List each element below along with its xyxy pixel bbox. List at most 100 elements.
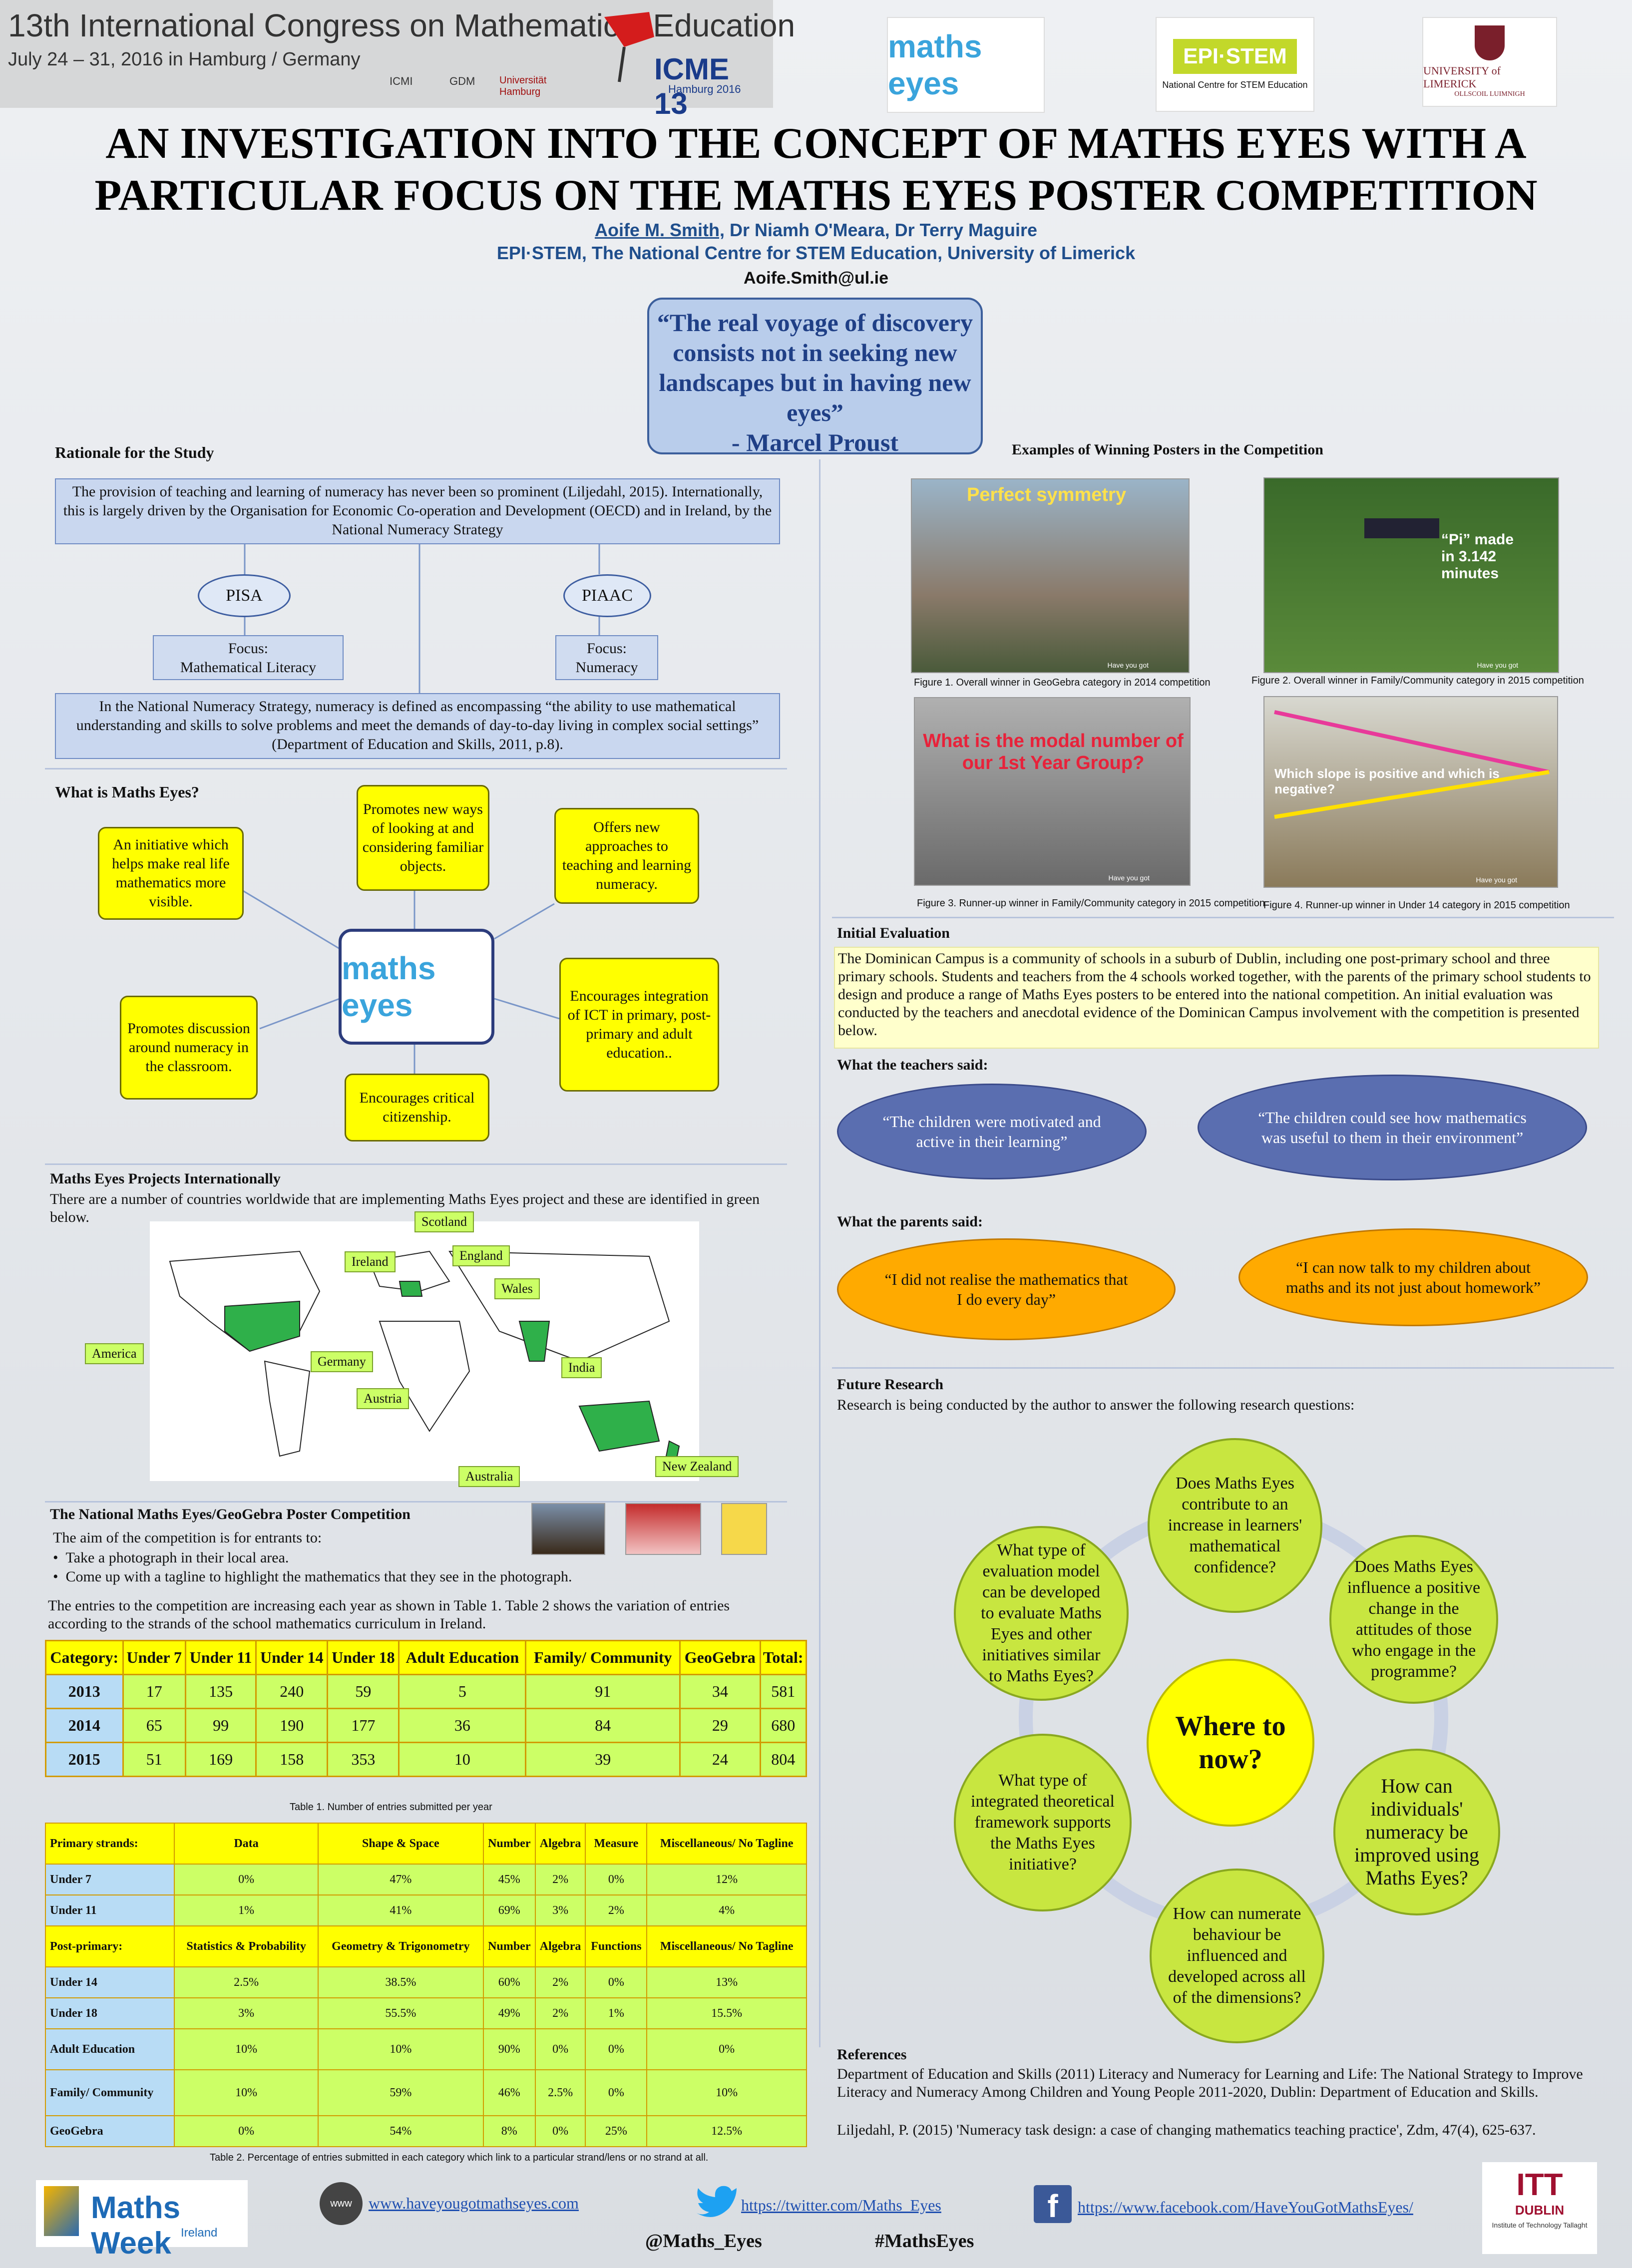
- twitter-icon: [694, 2183, 739, 2223]
- twitter-link[interactable]: https://twitter.com/Maths_Eyes: [741, 2196, 941, 2214]
- ul-logo: UNIVERSITY of LIMERICK OLLSCOIL LUIMNIGH: [1422, 17, 1557, 107]
- table-cell: 5: [398, 1674, 527, 1709]
- focus-label: Focus:: [586, 640, 627, 657]
- rationale-connectors: [244, 544, 600, 693]
- divider: [45, 1501, 787, 1503]
- table-cell: 1%: [174, 1894, 319, 1926]
- table-cell: 51: [122, 1742, 186, 1777]
- table-cell: 581: [759, 1674, 808, 1709]
- table-cell: 240: [255, 1674, 329, 1709]
- table-header-cell: GeoGebra: [679, 1640, 761, 1675]
- table-cell: Under 14: [44, 1966, 175, 1998]
- table-cell: 10%: [646, 2069, 807, 2116]
- figure-4-caption: Figure 4. Runner-up winner in Under 14 c…: [1263, 900, 1570, 911]
- reference-1: Department of Education and Skills (2011…: [837, 2066, 1583, 2100]
- research-question-2: Does Maths Eyes influence a positive cha…: [1329, 1535, 1498, 1704]
- table-header-cell: Under 7: [122, 1640, 186, 1675]
- table-cell: 10%: [317, 2028, 484, 2070]
- maths-week-logo: Maths Week Ireland: [36, 2180, 248, 2261]
- table-header-cell: Number: [482, 1823, 536, 1865]
- table-cell: 49%: [482, 1997, 536, 2029]
- table-cell: 17: [122, 1674, 186, 1709]
- poster-2-tagline: “Pi” made in 3.142 minutes: [1441, 531, 1514, 582]
- international-heading: Maths Eyes Projects Internationally: [50, 1170, 281, 1187]
- table-cell: 45%: [482, 1864, 536, 1895]
- research-question-4: How can numerate behaviour be influenced…: [1150, 1869, 1324, 2043]
- pisa-focus: Focus:Mathematical Literacy: [153, 635, 344, 680]
- table-cell: 8%: [482, 2115, 536, 2147]
- table-cell: 36: [398, 1708, 527, 1743]
- competition-bullet-2: • Come up with a tagline to highlight th…: [53, 1568, 572, 1585]
- parent-quote-1: “I did not realise the mathematics that …: [837, 1238, 1176, 1340]
- table-cell: 38.5%: [317, 1966, 484, 1998]
- table-cell: 55.5%: [317, 1997, 484, 2029]
- table-cell: 10%: [174, 2069, 319, 2116]
- ul-crest-icon: [1475, 25, 1505, 60]
- table-header-cell: Number: [482, 1925, 536, 1967]
- table-cell: 0%: [534, 2115, 586, 2147]
- author-email[interactable]: Aoife.Smith@ul.ie: [743, 269, 889, 288]
- divider: [832, 917, 1614, 918]
- international-text: There are a number of countries worldwid…: [50, 1191, 760, 1225]
- research-question-6: What type of evaluation model can be dev…: [954, 1526, 1129, 1701]
- reference-2: Liljedahl, P. (2015) 'Numeracy task desi…: [837, 2122, 1536, 2138]
- quote-author: - Marcel Proust: [731, 428, 899, 456]
- rationale-heading: Rationale for the Study: [55, 443, 214, 461]
- table-cell: 13%: [646, 1966, 807, 1998]
- table-cell: 10: [398, 1742, 527, 1777]
- table-cell: 99: [184, 1708, 257, 1743]
- table-cell: 46%: [482, 2069, 536, 2116]
- affiliation: EPI·STEM, The National Centre for STEM E…: [496, 243, 1136, 263]
- maths-week-icon: [44, 2186, 79, 2236]
- table-cell: Under 11: [44, 1894, 175, 1926]
- table-cell: 4%: [646, 1894, 807, 1926]
- table-cell: Under 7: [44, 1864, 175, 1895]
- table-cell: Adult Education: [44, 2028, 175, 2070]
- table-cell: 353: [327, 1742, 400, 1777]
- table-cell: 0%: [585, 1864, 648, 1895]
- what-is-heading: What is Maths Eyes?: [55, 783, 199, 801]
- table-header-cell: Under 14: [255, 1640, 329, 1675]
- table-cell: 2014: [45, 1708, 124, 1743]
- facebook-link[interactable]: https://www.facebook.com/HaveYouGotMaths…: [1078, 2198, 1413, 2216]
- bullet-text: Come up with a tagline to highlight the …: [65, 1568, 572, 1585]
- table-cell: 2%: [534, 1966, 586, 1998]
- maths-eyes-logo-text: maths eyes: [888, 28, 982, 101]
- maths-eyes-center-logo: maths eyes: [339, 929, 494, 1045]
- uhh-logo: Universität Hamburg: [499, 75, 547, 97]
- itt-logo-small: Institute of Technology Tallaght: [1492, 2221, 1588, 2229]
- future-text: Research is being conducted by the autho…: [837, 1397, 1355, 1413]
- table-cell: 25%: [585, 2115, 648, 2147]
- world-map: [150, 1221, 699, 1481]
- table-cell: Family/ Community: [44, 2069, 175, 2116]
- authors: Aoife M. Smith, Dr Niamh O'Meara, Dr Ter…: [0, 220, 1632, 264]
- figure-1-caption: Figure 1. Overall winner in GeoGebra cat…: [914, 677, 1211, 688]
- co-authors: Dr Niamh O'Meara, Dr Terry Maguire: [724, 220, 1038, 240]
- title-line-2: PARTICULAR FOCUS ON THE MATHS EYES POSTE…: [94, 171, 1538, 220]
- website-link[interactable]: www.haveyougotmathseyes.com: [369, 2194, 579, 2212]
- maths-week-sub: Ireland: [181, 2226, 218, 2240]
- table-cell: 2%: [534, 1997, 586, 2029]
- table-cell: 34: [679, 1674, 761, 1709]
- map-label-scotland: Scotland: [414, 1211, 474, 1232]
- winning-poster-3: What is the modal number of our 1st Year…: [914, 697, 1191, 886]
- table-cell: 804: [759, 1742, 808, 1777]
- table-cell: 59%: [317, 2069, 484, 2116]
- table-header-cell: Under 11: [184, 1640, 257, 1675]
- competition-aim: The aim of the competition is for entran…: [53, 1529, 322, 1546]
- icmi-logo: ICMI: [390, 75, 413, 87]
- table-header-cell: Total:: [759, 1640, 808, 1675]
- table-cell: Under 18: [44, 1997, 175, 2029]
- poster-4-tagline: Which slope is positive and which is neg…: [1274, 766, 1500, 796]
- congress-title: 13th International Congress on Mathemati…: [8, 7, 796, 43]
- table-header-cell: Miscellaneous/ No Tagline: [646, 1925, 807, 1967]
- numeracy-definition: In the National Numeracy Strategy, numer…: [55, 693, 780, 759]
- table-cell: 0%: [646, 2028, 807, 2070]
- table-header-cell: Shape & Space: [317, 1823, 484, 1865]
- epistem-logo-sub: National Centre for STEM Education: [1162, 79, 1308, 90]
- map-label-america: America: [85, 1343, 144, 1364]
